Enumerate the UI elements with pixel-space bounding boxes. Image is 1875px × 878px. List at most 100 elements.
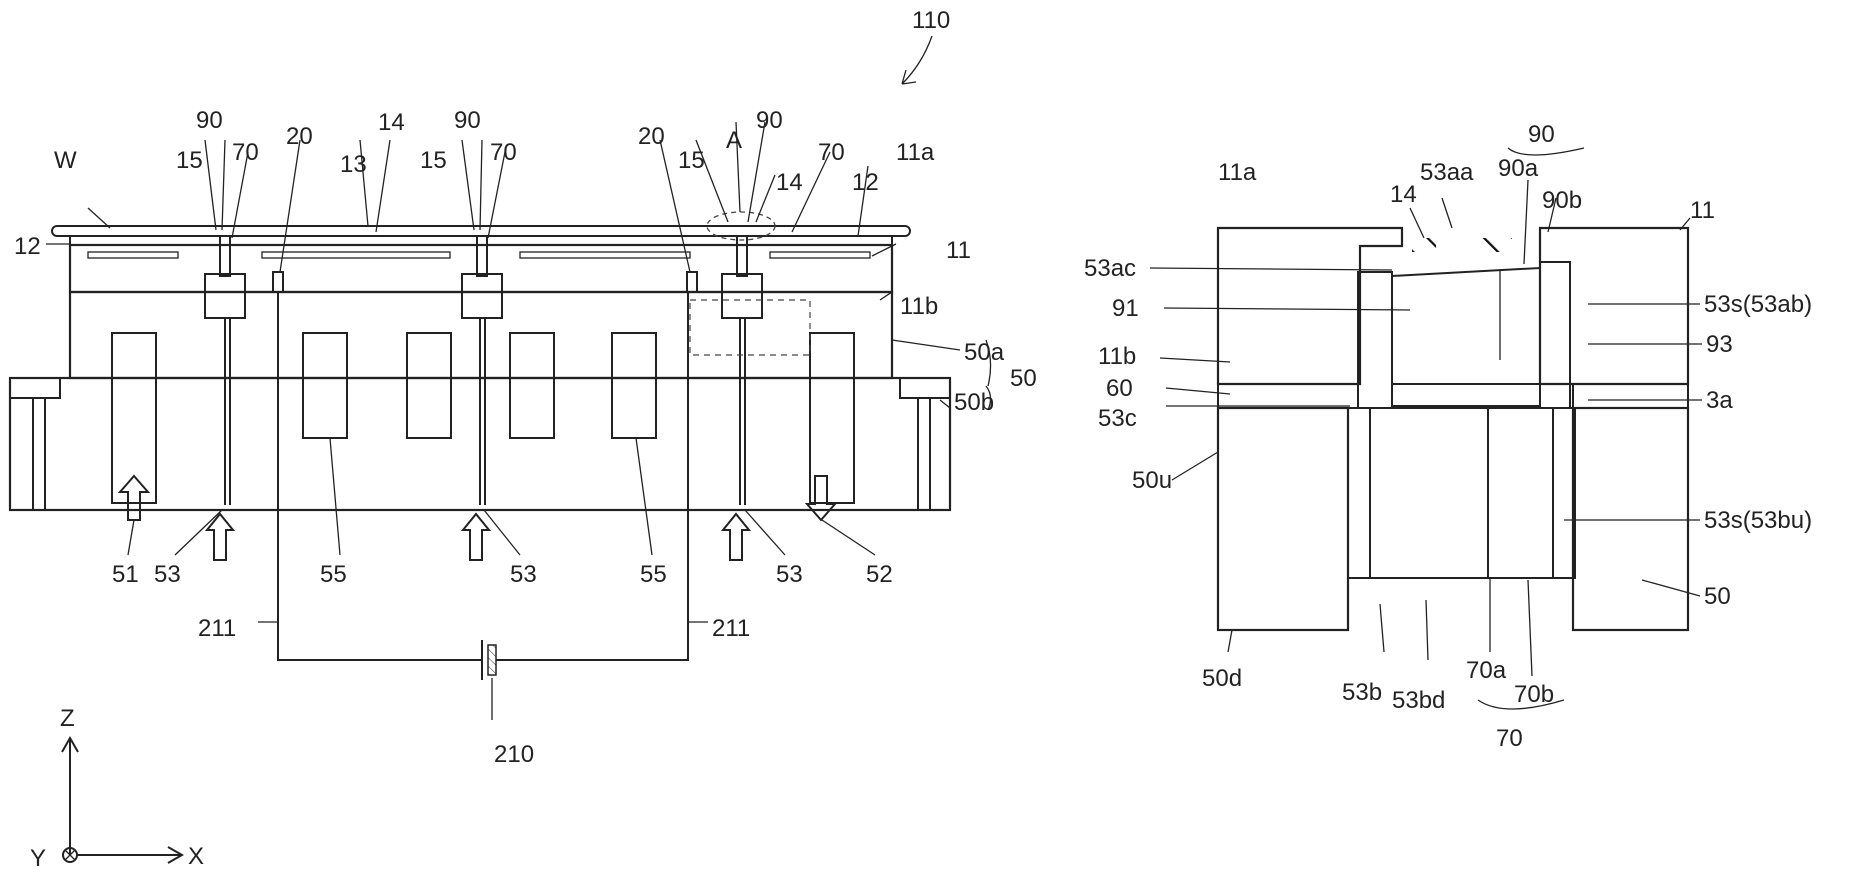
label-210: 210 <box>494 741 534 768</box>
axis-label-z: Z <box>60 705 75 732</box>
label-11b: 11b <box>1098 343 1136 370</box>
label-52: 52 <box>866 561 893 588</box>
base-right-step <box>899 377 951 399</box>
label-50d: 50d <box>1202 665 1242 692</box>
label-55: 55 <box>320 561 347 588</box>
porous-plug-90 <box>1391 266 1541 385</box>
cavity-53c <box>1391 383 1541 407</box>
right-leader-lines <box>1149 147 1702 710</box>
label-90b: 90b <box>1542 187 1582 214</box>
label-51: 51 <box>112 561 139 588</box>
dielectric-plate-11 <box>68 243 894 294</box>
label-14: 14 <box>378 109 405 136</box>
coolant-channels <box>111 332 855 504</box>
bond-layer-3a <box>1572 383 1689 409</box>
sleeve-91 <box>1357 271 1393 409</box>
label-20: 20 <box>638 123 665 150</box>
label-53: 53 <box>510 561 537 588</box>
left-labels: 110 W 12 15 90 70 20 13 14 15 90 70 20 1… <box>14 7 1037 768</box>
label-90: 90 <box>196 107 223 134</box>
sleeve-53bu-left <box>1347 407 1371 579</box>
ceramic-11-left <box>1216 226 1404 386</box>
axis-label-x: X <box>188 843 204 870</box>
electrode-layer-12 <box>69 235 893 246</box>
label-15: 15 <box>176 147 203 174</box>
label-11a: 11a <box>1218 159 1257 186</box>
label-53aa: 53aa <box>1420 159 1474 186</box>
right-labels: 90 90a 90b 11a 14 53aa 11 53ac 53s(53ab)… <box>1084 121 1812 752</box>
label-50a: 50a <box>964 339 1005 366</box>
label-70a: 70a <box>1466 657 1507 684</box>
gas-hole-assembly-2 <box>461 235 503 505</box>
label-70: 70 <box>1496 725 1523 752</box>
sleeve-93 <box>1539 261 1571 409</box>
label-211: 211 <box>198 615 236 642</box>
label-211: 211 <box>712 615 750 642</box>
label-70: 70 <box>232 139 259 166</box>
label-60: 60 <box>1106 375 1133 402</box>
gap-piece-1 <box>1412 238 1436 252</box>
gas-hole-assembly-1 <box>204 235 246 505</box>
bond-layer-60 <box>1217 383 1359 409</box>
leader-lines <box>46 121 992 720</box>
base-50-right <box>1571 406 1690 632</box>
label-15: 15 <box>678 147 705 174</box>
label-53: 53 <box>776 561 803 588</box>
label-55: 55 <box>640 561 667 588</box>
label-11b: 11b <box>900 293 938 320</box>
label-11: 11 <box>1690 197 1715 224</box>
label-3a: 3a <box>1706 387 1733 414</box>
label-13: 13 <box>340 151 367 178</box>
ceramic-11-right <box>1538 226 1690 386</box>
label-53bd: 53bd <box>1392 687 1445 714</box>
label-53c: 53c <box>1098 405 1137 432</box>
detail-circle-A <box>706 211 776 241</box>
label-70: 70 <box>818 139 845 166</box>
base-left-step <box>9 377 61 399</box>
flow-arrows <box>117 474 838 561</box>
plug-70 <box>1369 407 1554 579</box>
label-90: 90 <box>756 107 783 134</box>
right-detail-section <box>1149 147 1702 710</box>
coordinate-axes: Z X Y <box>30 705 204 872</box>
base-50-left <box>1216 406 1350 632</box>
label-90a: 90a <box>1498 155 1539 182</box>
right-edge-channel <box>917 397 931 511</box>
label-90: 90 <box>1528 121 1555 148</box>
label-91: 91 <box>1112 295 1139 322</box>
label-90: 90 <box>454 107 481 134</box>
label-11a: 11a <box>896 139 935 166</box>
label-50u: 50u <box>1132 467 1172 494</box>
figure-ref-arrow <box>901 35 933 85</box>
label-20: 20 <box>286 123 313 150</box>
gap-piece-2 <box>1476 238 1512 252</box>
label-15: 15 <box>420 147 447 174</box>
label-50: 50 <box>1704 583 1731 610</box>
left-edge-channel <box>32 397 46 511</box>
sleeve-53bu-right <box>1552 407 1576 579</box>
label-14: 14 <box>776 169 803 196</box>
electrode-strips-13 <box>87 251 871 259</box>
left-cross-section <box>8 35 992 720</box>
label-12: 12 <box>852 169 879 196</box>
label-70b: 70b <box>1514 681 1554 708</box>
label-53b: 53b <box>1342 679 1382 706</box>
dashed-region <box>689 299 811 356</box>
label-53ac: 53ac <box>1084 255 1136 282</box>
label-53s-53bu: 53s(53bu) <box>1704 507 1812 534</box>
label-50b: 50b <box>954 389 994 416</box>
power-circuit <box>277 292 689 680</box>
label-14: 14 <box>1390 181 1417 208</box>
figure-ref-label: 110 <box>912 7 950 34</box>
axis-label-y: Y <box>30 845 46 872</box>
label-53: 53 <box>154 561 181 588</box>
label-A: A <box>726 127 742 154</box>
label-70: 70 <box>490 139 517 166</box>
gas-hole-assembly-3 <box>706 211 776 505</box>
label-53s-53ab: 53s(53ab) <box>1704 291 1812 318</box>
label-93: 93 <box>1706 331 1733 358</box>
label-W: W <box>54 147 77 174</box>
label-12: 12 <box>14 233 41 260</box>
